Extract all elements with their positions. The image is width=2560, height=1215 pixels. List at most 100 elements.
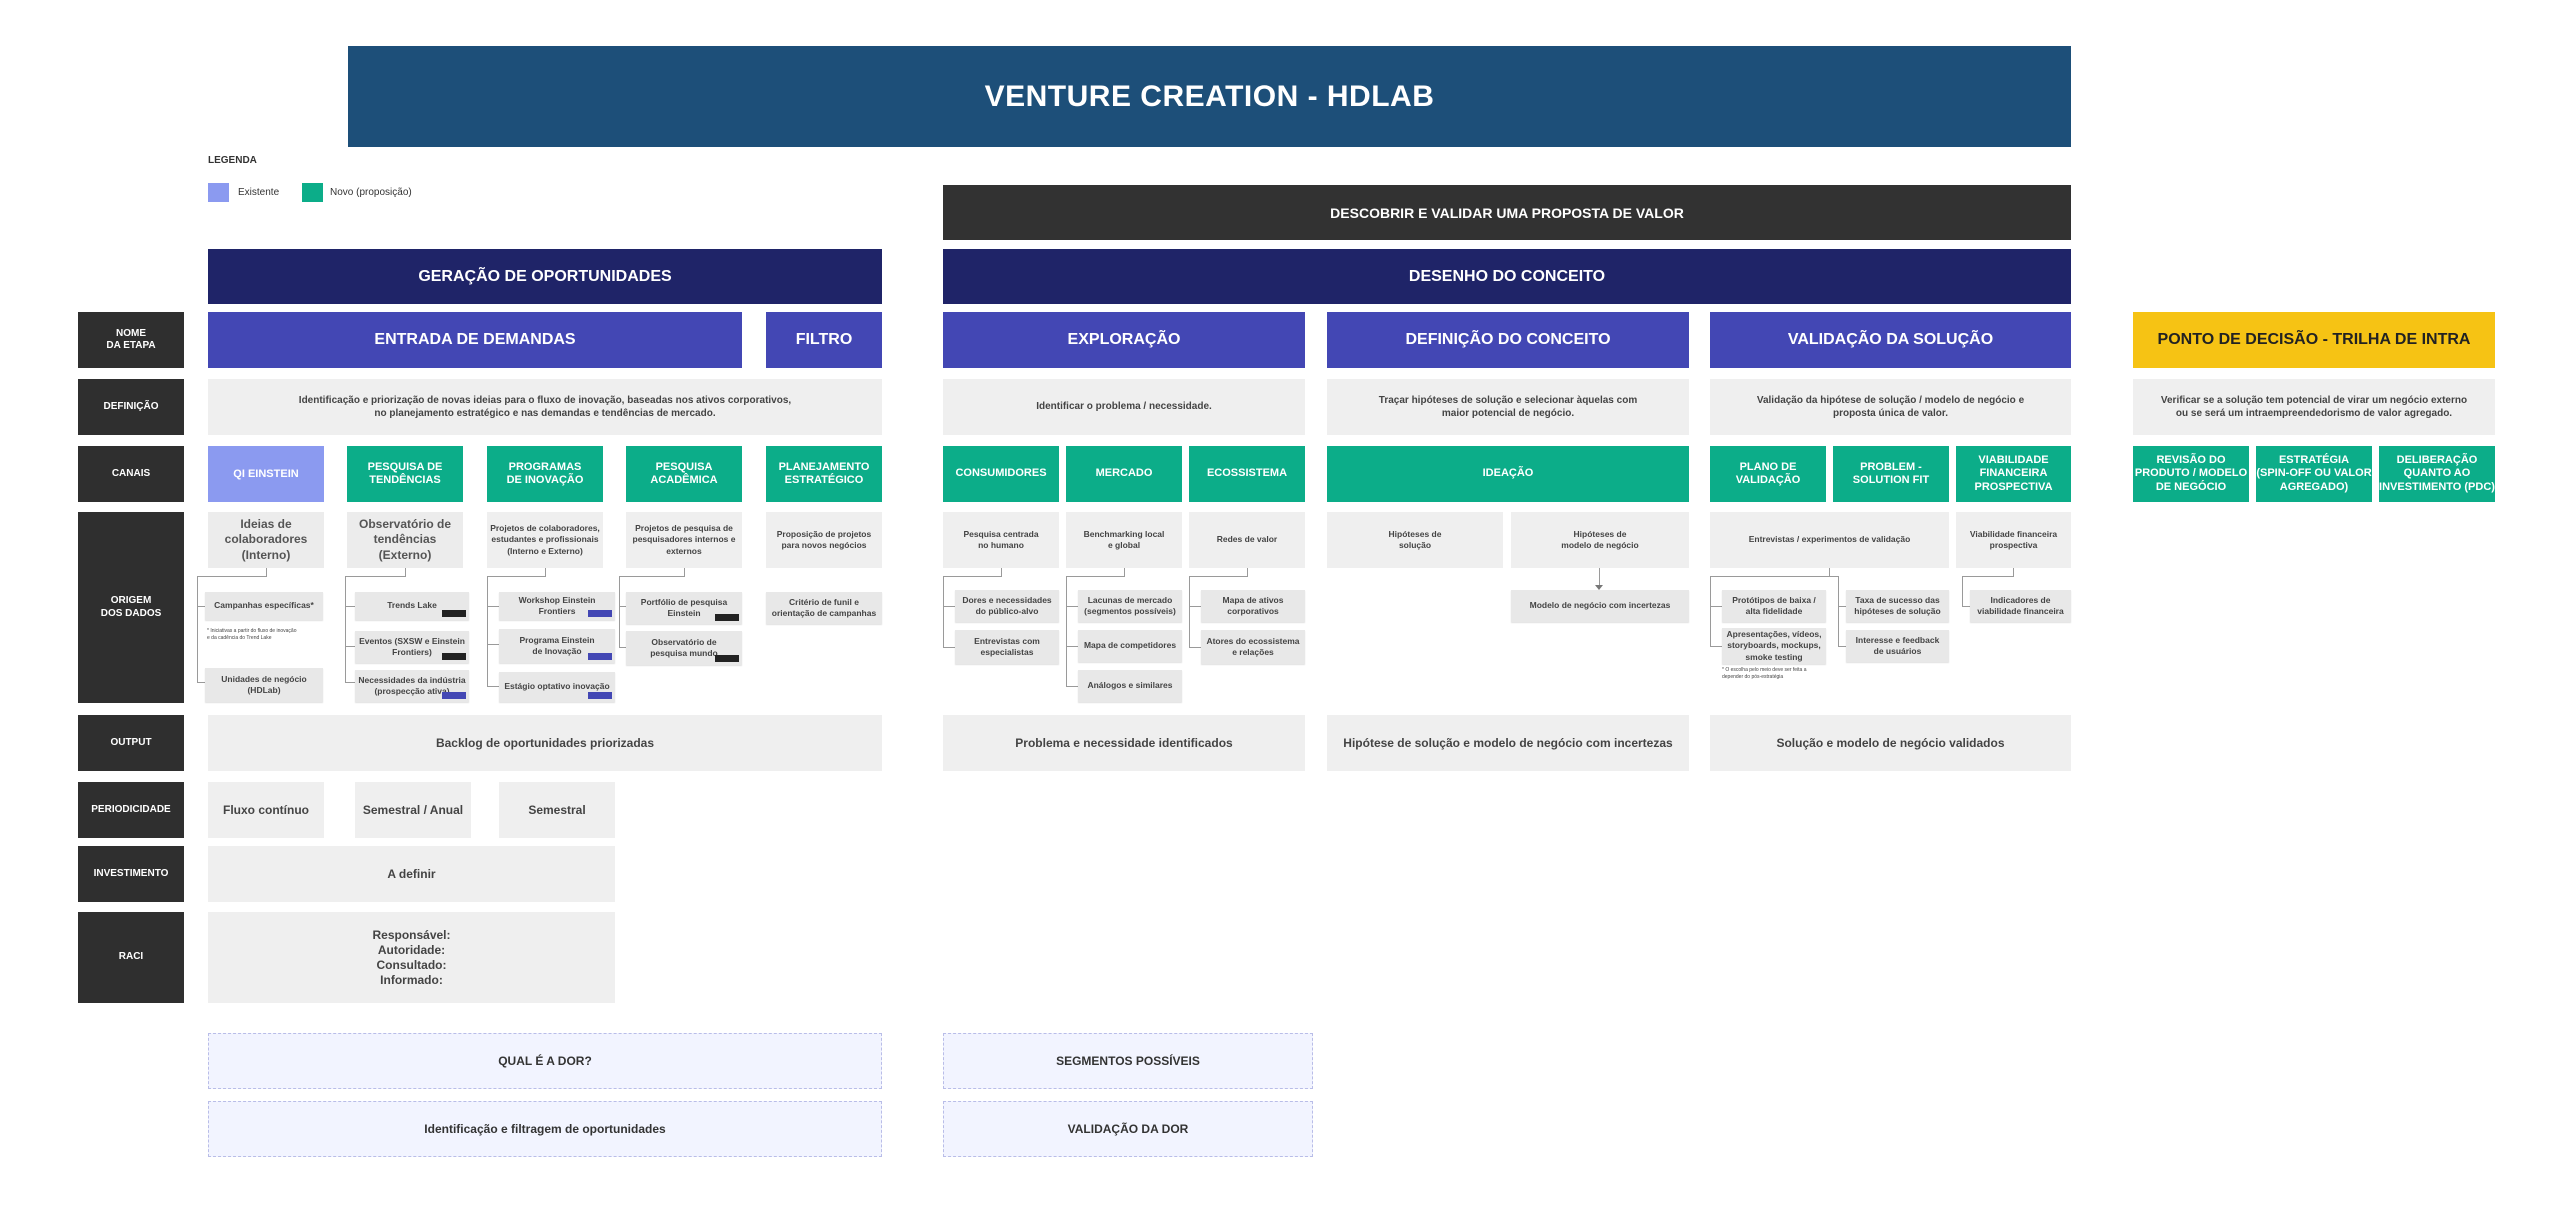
row-label-raci: RACI <box>78 912 184 1003</box>
origem-programa-einstein: Programa Einstein de Inovação <box>499 629 615 663</box>
origem-hipoteses-modelo: Hipóteses de modelo de negócio <box>1511 512 1689 568</box>
row-label-definicao: DEFINIÇÃO <box>78 379 184 435</box>
tag-existente-icon <box>715 614 739 621</box>
origem-workshop-label: Workshop Einstein Frontiers <box>518 594 596 616</box>
origem-campanhas: Campanhas específicas* <box>205 592 323 620</box>
origem-necessidades: Necessidades da indústria (prospecção at… <box>355 670 469 702</box>
box-validacao-dor: VALIDAÇÃO DA DOR <box>943 1101 1313 1157</box>
stage-filtro: FILTRO <box>766 312 882 368</box>
origem-criterio: Critério de funil e orientação de campan… <box>766 592 882 624</box>
channel-programas: PROGRAMAS DE INOVAÇÃO <box>487 446 603 502</box>
origem-redes: Redes de valor <box>1189 512 1305 568</box>
origem-hipoteses-solucao: Hipóteses de solução <box>1327 512 1503 568</box>
channel-revisao: REVISÃO DO PRODUTO / MODELO DE NEGÓCIO <box>2133 446 2249 502</box>
tag-novo-icon <box>442 692 466 699</box>
origem-benchmarking: Benchmarking local e global <box>1066 512 1182 568</box>
banner-geracao: GERAÇÃO DE OPORTUNIDADES <box>208 249 882 304</box>
investimento-value: A definir <box>208 846 615 902</box>
channel-ideacao: IDEAÇÃO <box>1327 446 1689 502</box>
definition-exploracao: Identificar o problema / necessidade. <box>943 379 1305 435</box>
page-title: VENTURE CREATION - HDLAB <box>348 46 2071 147</box>
box-identificacao: Identificação e filtragem de oportunidad… <box>208 1101 882 1157</box>
channel-planejamento: PLANEJAMENTO ESTRATÉGICO <box>766 446 882 502</box>
definition-validacao: Validação da hipótese de solução / model… <box>1710 379 2071 435</box>
channel-consumidores: CONSUMIDORES <box>943 446 1059 502</box>
origem-prototipos: Protótipos de baixa / alta fidelidade <box>1722 590 1826 622</box>
origem-entrevistas: Entrevistas com especialistas <box>955 630 1059 664</box>
origem-analogos: Análogos e similares <box>1078 670 1182 702</box>
origem-programa-einstein-label: Programa Einstein de Inovação <box>519 634 595 656</box>
origem-projetos-colab: Projetos de colaboradores, estudantes e … <box>487 512 603 568</box>
row-label-output: OUTPUT <box>78 715 184 771</box>
channel-plano-validacao: PLANO DE VALIDAÇÃO <box>1710 446 1826 502</box>
legend-existente-swatch <box>208 183 229 202</box>
channel-ecossistema: ECOSSISTEMA <box>1189 446 1305 502</box>
tag-existente-icon <box>715 655 739 662</box>
channel-qi-einstein: QI EINSTEIN <box>208 446 324 502</box>
origem-indicadores: Indicadores de viabilidade financeira <box>1970 590 2071 622</box>
origem-trends-lake: Trends Lake <box>355 592 469 620</box>
box-qual-dor: QUAL É A DOR? <box>208 1033 882 1089</box>
origem-projetos-pesq: Projetos de pesquisa de pesquisadores in… <box>626 512 742 568</box>
stage-exploracao: EXPLORAÇÃO <box>943 312 1305 368</box>
origem-observatorio: Observatório de tendências (Externo) <box>347 512 463 568</box>
stage-definicao: DEFINIÇÃO DO CONCEITO <box>1327 312 1689 368</box>
tag-existente-icon <box>442 653 466 660</box>
stage-validacao: VALIDAÇÃO DA SOLUÇÃO <box>1710 312 2071 368</box>
row-label-nome: NOME DA ETAPA <box>78 312 184 368</box>
channel-problem-solution: PROBLEM - SOLUTION FIT <box>1833 446 1949 502</box>
tag-novo-icon <box>588 610 612 617</box>
channel-pesquisa-academica: PESQUISA ACADÊMICA <box>626 446 742 502</box>
banner-desenho: DESENHO DO CONCEITO <box>943 249 2071 304</box>
channel-estrategia: ESTRATÉGIA (SPIN-OFF OU VALOR AGREGADO) <box>2256 446 2372 502</box>
row-label-canais: CANAIS <box>78 446 184 502</box>
origem-campanhas-note: * Iniciativas a partir do fluxo de inova… <box>207 628 297 641</box>
tag-novo-icon <box>588 692 612 699</box>
origem-mapa-competidores: Mapa de competidores <box>1078 630 1182 662</box>
box-segmentos: SEGMENTOS POSSÍVEIS <box>943 1033 1313 1089</box>
origem-obs-mundo-label: Observatório de pesquisa mundo <box>650 636 718 658</box>
legend-existente-label: Existente <box>238 187 280 198</box>
periodicidade-fluxo: Fluxo contínuo <box>208 782 324 838</box>
origem-modelo-incertezas: Modelo de negócio com incertezas <box>1511 590 1689 622</box>
output-solucao: Solução e modelo de negócio validados <box>1710 715 2071 771</box>
origem-estagio: Estágio optativo inovação <box>499 672 615 702</box>
banner-descobrir: DESCOBRIR E VALIDAR UMA PROPOSTA DE VALO… <box>943 185 2071 240</box>
output-problema: Problema e necessidade identificados <box>943 715 1305 771</box>
channel-pesquisa-tendencias: PESQUISA DE TENDÊNCIAS <box>347 446 463 502</box>
periodicidade-semestral-anual: Semestral / Anual <box>355 782 471 838</box>
origem-portfolio-label: Portfólio de pesquisa Einstein <box>640 596 728 618</box>
origem-workshop: Workshop Einstein Frontiers <box>499 592 615 620</box>
channel-deliberacao: DELIBERAÇÃO QUANTO AO INVESTIMENTO (PDC) <box>2379 446 2495 502</box>
origem-ideias: Ideias de colaboradores (Interno) <box>208 512 324 568</box>
origem-entrevistas-exp: Entrevistas / experimentos de validação <box>1710 512 1949 568</box>
origem-unidades: Unidades de negócio (HDLab) <box>205 668 323 702</box>
origem-dores: Dores e necessidades do público-alvo <box>955 590 1059 622</box>
origem-obs-mundo: Observatório de pesquisa mundo <box>626 631 742 665</box>
origem-pesquisa-centrada: Pesquisa centrada no humano <box>943 512 1059 568</box>
origem-lacunas: Lacunas de mercado (segmentos possíveis) <box>1078 590 1182 622</box>
row-label-origem: ORIGEM DOS DADOS <box>78 512 184 703</box>
origem-interesse: Interesse e feedback de usuários <box>1846 630 1949 662</box>
definition-decisao: Verificar se a solução tem potencial de … <box>2133 379 2495 435</box>
output-hipotese: Hipótese de solução e modelo de negócio … <box>1327 715 1689 771</box>
channel-viabilidade: VIABILIDADE FINANCEIRA PROSPECTIVA <box>1956 446 2071 502</box>
origem-necessidades-label: Necessidades da indústria (prospecção at… <box>358 674 466 696</box>
tag-existente-icon <box>442 610 466 617</box>
origem-portfolio: Portfólio de pesquisa Einstein <box>626 592 742 624</box>
origem-proposicao: Proposição de projetos para novos negóci… <box>766 512 882 568</box>
periodicidade-semestral: Semestral <box>499 782 615 838</box>
tag-novo-icon <box>588 653 612 660</box>
stage-decisao: PONTO DE DECISÃO - TRILHA DE INTRA <box>2133 312 2495 368</box>
arrow-head-icon <box>1595 585 1603 590</box>
origem-viab-prosp: Viabilidade financeira prospectiva <box>1956 512 2071 568</box>
origem-taxa: Taxa de sucesso das hipóteses de solução <box>1846 590 1949 622</box>
legend-heading: LEGENDA <box>208 155 257 166</box>
row-label-investimento: INVESTIMENTO <box>78 846 184 902</box>
origem-estagio-label: Estágio optativo inovação <box>504 681 610 692</box>
definition-definicao: Traçar hipóteses de solução e selecionar… <box>1327 379 1689 435</box>
origem-mapa-ativos: Mapa de ativos corporativos <box>1201 590 1305 622</box>
definition-entrada: Identificação e priorização de novas ide… <box>208 379 882 435</box>
origem-prototipos-note: * O escolha pelo meio deve ser feita a d… <box>1722 667 1807 680</box>
legend: LEGENDA Existente Novo (proposição) <box>208 155 468 205</box>
